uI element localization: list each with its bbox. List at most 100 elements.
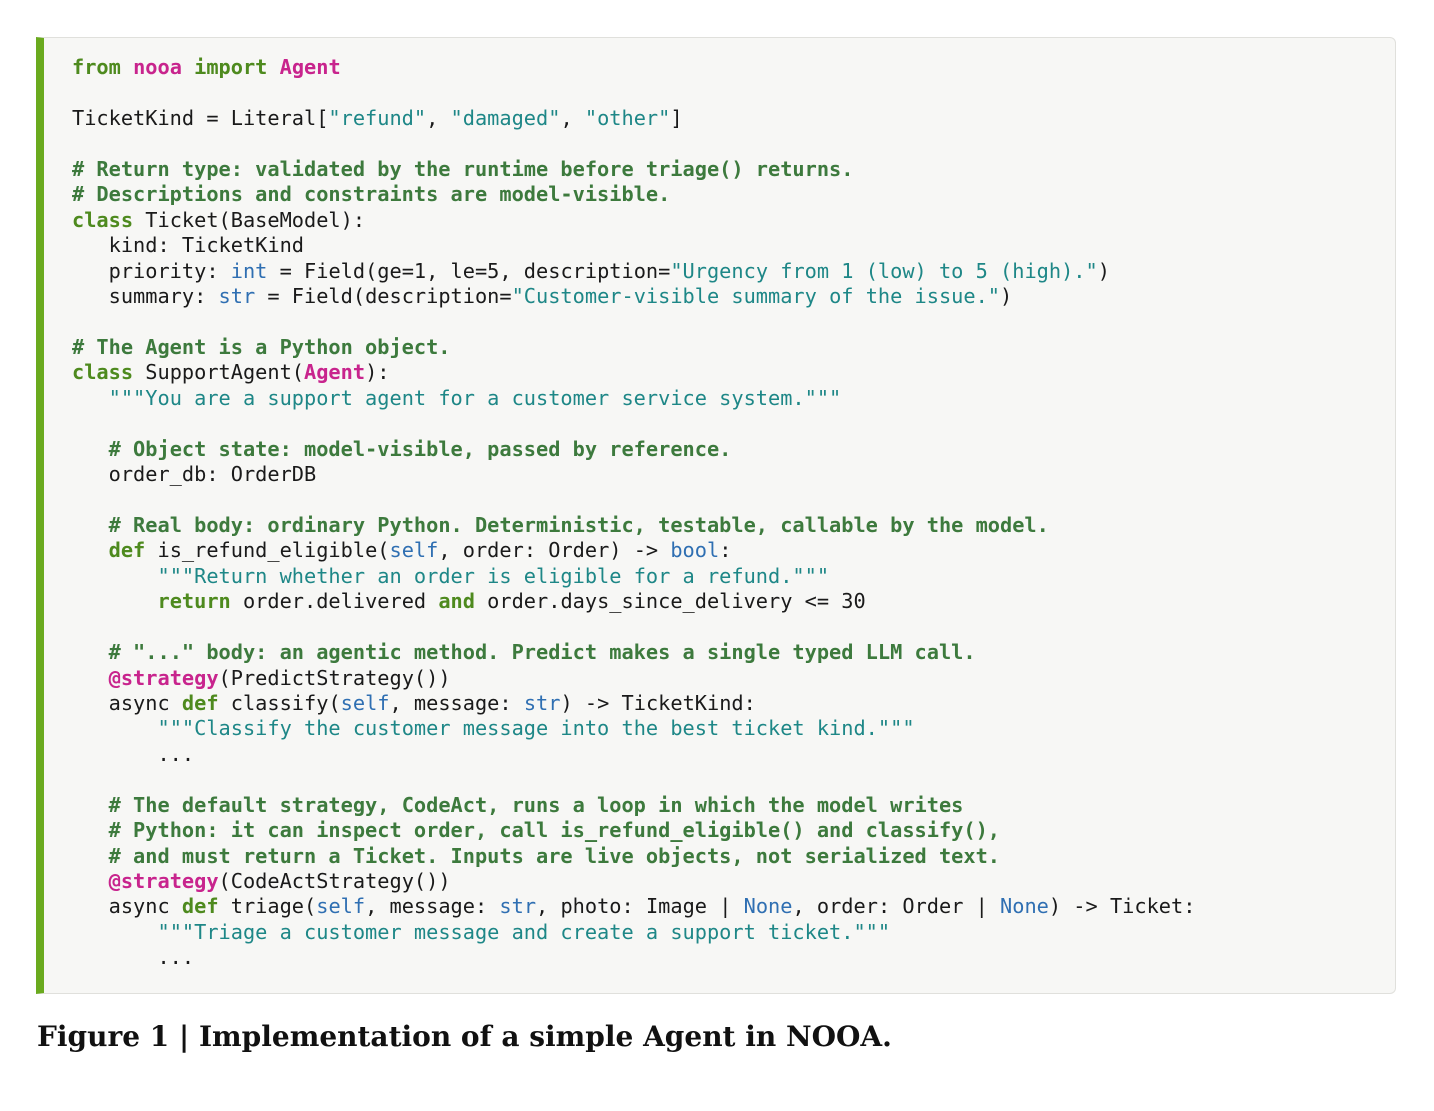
code-line: ... [72, 742, 1195, 767]
code-text: , photo: Image | [536, 894, 744, 919]
code-module: Agent [279, 55, 341, 79]
code-text: kind: TicketKind [72, 233, 304, 258]
code-text: triage( [218, 894, 317, 919]
code-builtin: str [523, 690, 561, 715]
code-text: : [719, 538, 732, 563]
code-text [72, 716, 157, 740]
code-text: ... [72, 945, 195, 970]
code-text [182, 55, 194, 79]
code-text [72, 437, 109, 461]
code-comment: # Return type: validated by the runtime … [72, 156, 854, 181]
code-line: from nooa import Agent [72, 55, 1195, 80]
code-text [72, 640, 109, 664]
code-line: # Descriptions and constraints are model… [72, 182, 1195, 207]
code-line: # Real body: ordinary Python. Determinis… [72, 513, 1195, 538]
code-text: is_refund_eligible( [145, 538, 390, 563]
code-builtin: str [499, 894, 537, 919]
code-keyword: class [72, 360, 134, 385]
code-text [72, 793, 109, 817]
code-builtin: None [1000, 894, 1049, 919]
code-string: """You are a support agent for a custome… [108, 385, 842, 410]
code-line: # The default strategy, CodeAct, runs a … [72, 793, 1195, 818]
code-keyword: def [181, 894, 219, 919]
code-line: # Python: it can inspect order, call is_… [72, 818, 1195, 843]
code-decorator: @strategy [108, 665, 219, 690]
code-string: "refund" [328, 105, 427, 130]
code-text: ): [365, 360, 390, 385]
code-line: order_db: OrderDB [72, 462, 1195, 487]
code-comment: # Real body: ordinary Python. Determinis… [108, 512, 1049, 537]
code-line: ​ [72, 411, 1195, 436]
code-string: "other" [584, 105, 671, 130]
code-comment: # Object state: model-visible, passed by… [108, 436, 732, 461]
code-line: TicketKind = Literal["refund", "damaged"… [72, 106, 1195, 131]
code-text: ) [1097, 258, 1110, 283]
code-comment: # "..." body: an agentic method. Predict… [108, 640, 976, 665]
code-text [72, 869, 109, 893]
code-line: @strategy(CodeActStrategy()) [72, 869, 1195, 894]
code-string: """Classify the customer message into th… [157, 716, 915, 741]
code-string: "Customer-visible summary of the issue." [511, 283, 1001, 308]
code-builtin: self [389, 538, 439, 563]
code-text [72, 666, 109, 690]
code-text: , order: Order | [792, 894, 1001, 919]
code-line: return order.delivered and order.days_si… [72, 589, 1195, 614]
figure-label: Figure 1 [37, 1020, 170, 1053]
code-text [72, 513, 109, 537]
code-text: summary: [72, 283, 219, 308]
code-keyword: import [194, 55, 268, 79]
code-string: """Return whether an order is eligible f… [157, 563, 830, 588]
code-line: """Classify the customer message into th… [72, 716, 1195, 741]
code-keyword: return [157, 589, 231, 614]
code-comment: # Descriptions and constraints are model… [72, 182, 671, 207]
code-text [72, 564, 157, 588]
code-listing-box [36, 37, 1396, 994]
code-text: , [426, 105, 451, 130]
code-text [72, 538, 109, 562]
code-keyword: class [72, 207, 134, 232]
code-text: order.delivered [230, 589, 439, 614]
code-text [72, 920, 157, 944]
code-text: = Field(ge=1, le=5, description= [267, 258, 671, 283]
code-builtin: bool [670, 538, 720, 563]
code-text: ) -> TicketKind: [560, 690, 756, 715]
code-text [72, 844, 109, 868]
code-line: # Object state: model-visible, passed by… [72, 437, 1195, 462]
code-text: order.days_since_delivery <= 30 [474, 589, 866, 614]
code-line: async def classify(self, message: str) -… [72, 691, 1195, 716]
code-text [267, 55, 279, 79]
code-listing: from nooa import Agent ​ TicketKind = Lite… [72, 55, 1195, 971]
code-comment: # The Agent is a Python object. [72, 334, 451, 359]
code-line: async def triage(self, message: str, pho… [72, 894, 1196, 919]
code-builtin: self [340, 690, 390, 715]
code-string: """Triage a customer message and create … [157, 919, 891, 944]
code-builtin: self [316, 894, 366, 919]
code-text: , order: Order) -> [438, 538, 671, 563]
code-text [121, 55, 133, 79]
code-line: kind: TicketKind [72, 233, 1195, 258]
code-line: def is_refund_eligible(self, order: Orde… [72, 538, 1195, 563]
code-text: SupportAgent( [133, 360, 305, 385]
code-text: order_db: OrderDB [72, 462, 317, 486]
code-builtin: None [743, 894, 793, 919]
code-comment: # The default strategy, CodeAct, runs a … [108, 792, 964, 817]
code-line: @strategy(PredictStrategy()) [72, 666, 1195, 691]
code-text: ... [72, 741, 195, 766]
code-text: Ticket(BaseModel): [133, 207, 366, 232]
code-text: priority: [72, 258, 231, 283]
code-line: ​ [72, 615, 1195, 640]
code-line: ​ [72, 309, 1195, 334]
code-line: """Return whether an order is eligible f… [72, 564, 1195, 589]
code-line: ​ [72, 487, 1195, 512]
caption-separator: | [179, 1020, 190, 1053]
code-line: """You are a support agent for a custome… [72, 386, 1195, 411]
code-text: classify( [218, 690, 341, 715]
code-text: ] [670, 105, 683, 130]
code-text: (PredictStrategy()) [218, 665, 451, 690]
code-line: ​ [72, 767, 1195, 792]
code-text: ) -> Ticket: [1048, 894, 1196, 919]
code-module: nooa [133, 55, 182, 79]
code-text: TicketKind = Literal[ [72, 105, 329, 130]
code-keyword: from [72, 55, 121, 79]
code-text: ) [1000, 283, 1013, 308]
